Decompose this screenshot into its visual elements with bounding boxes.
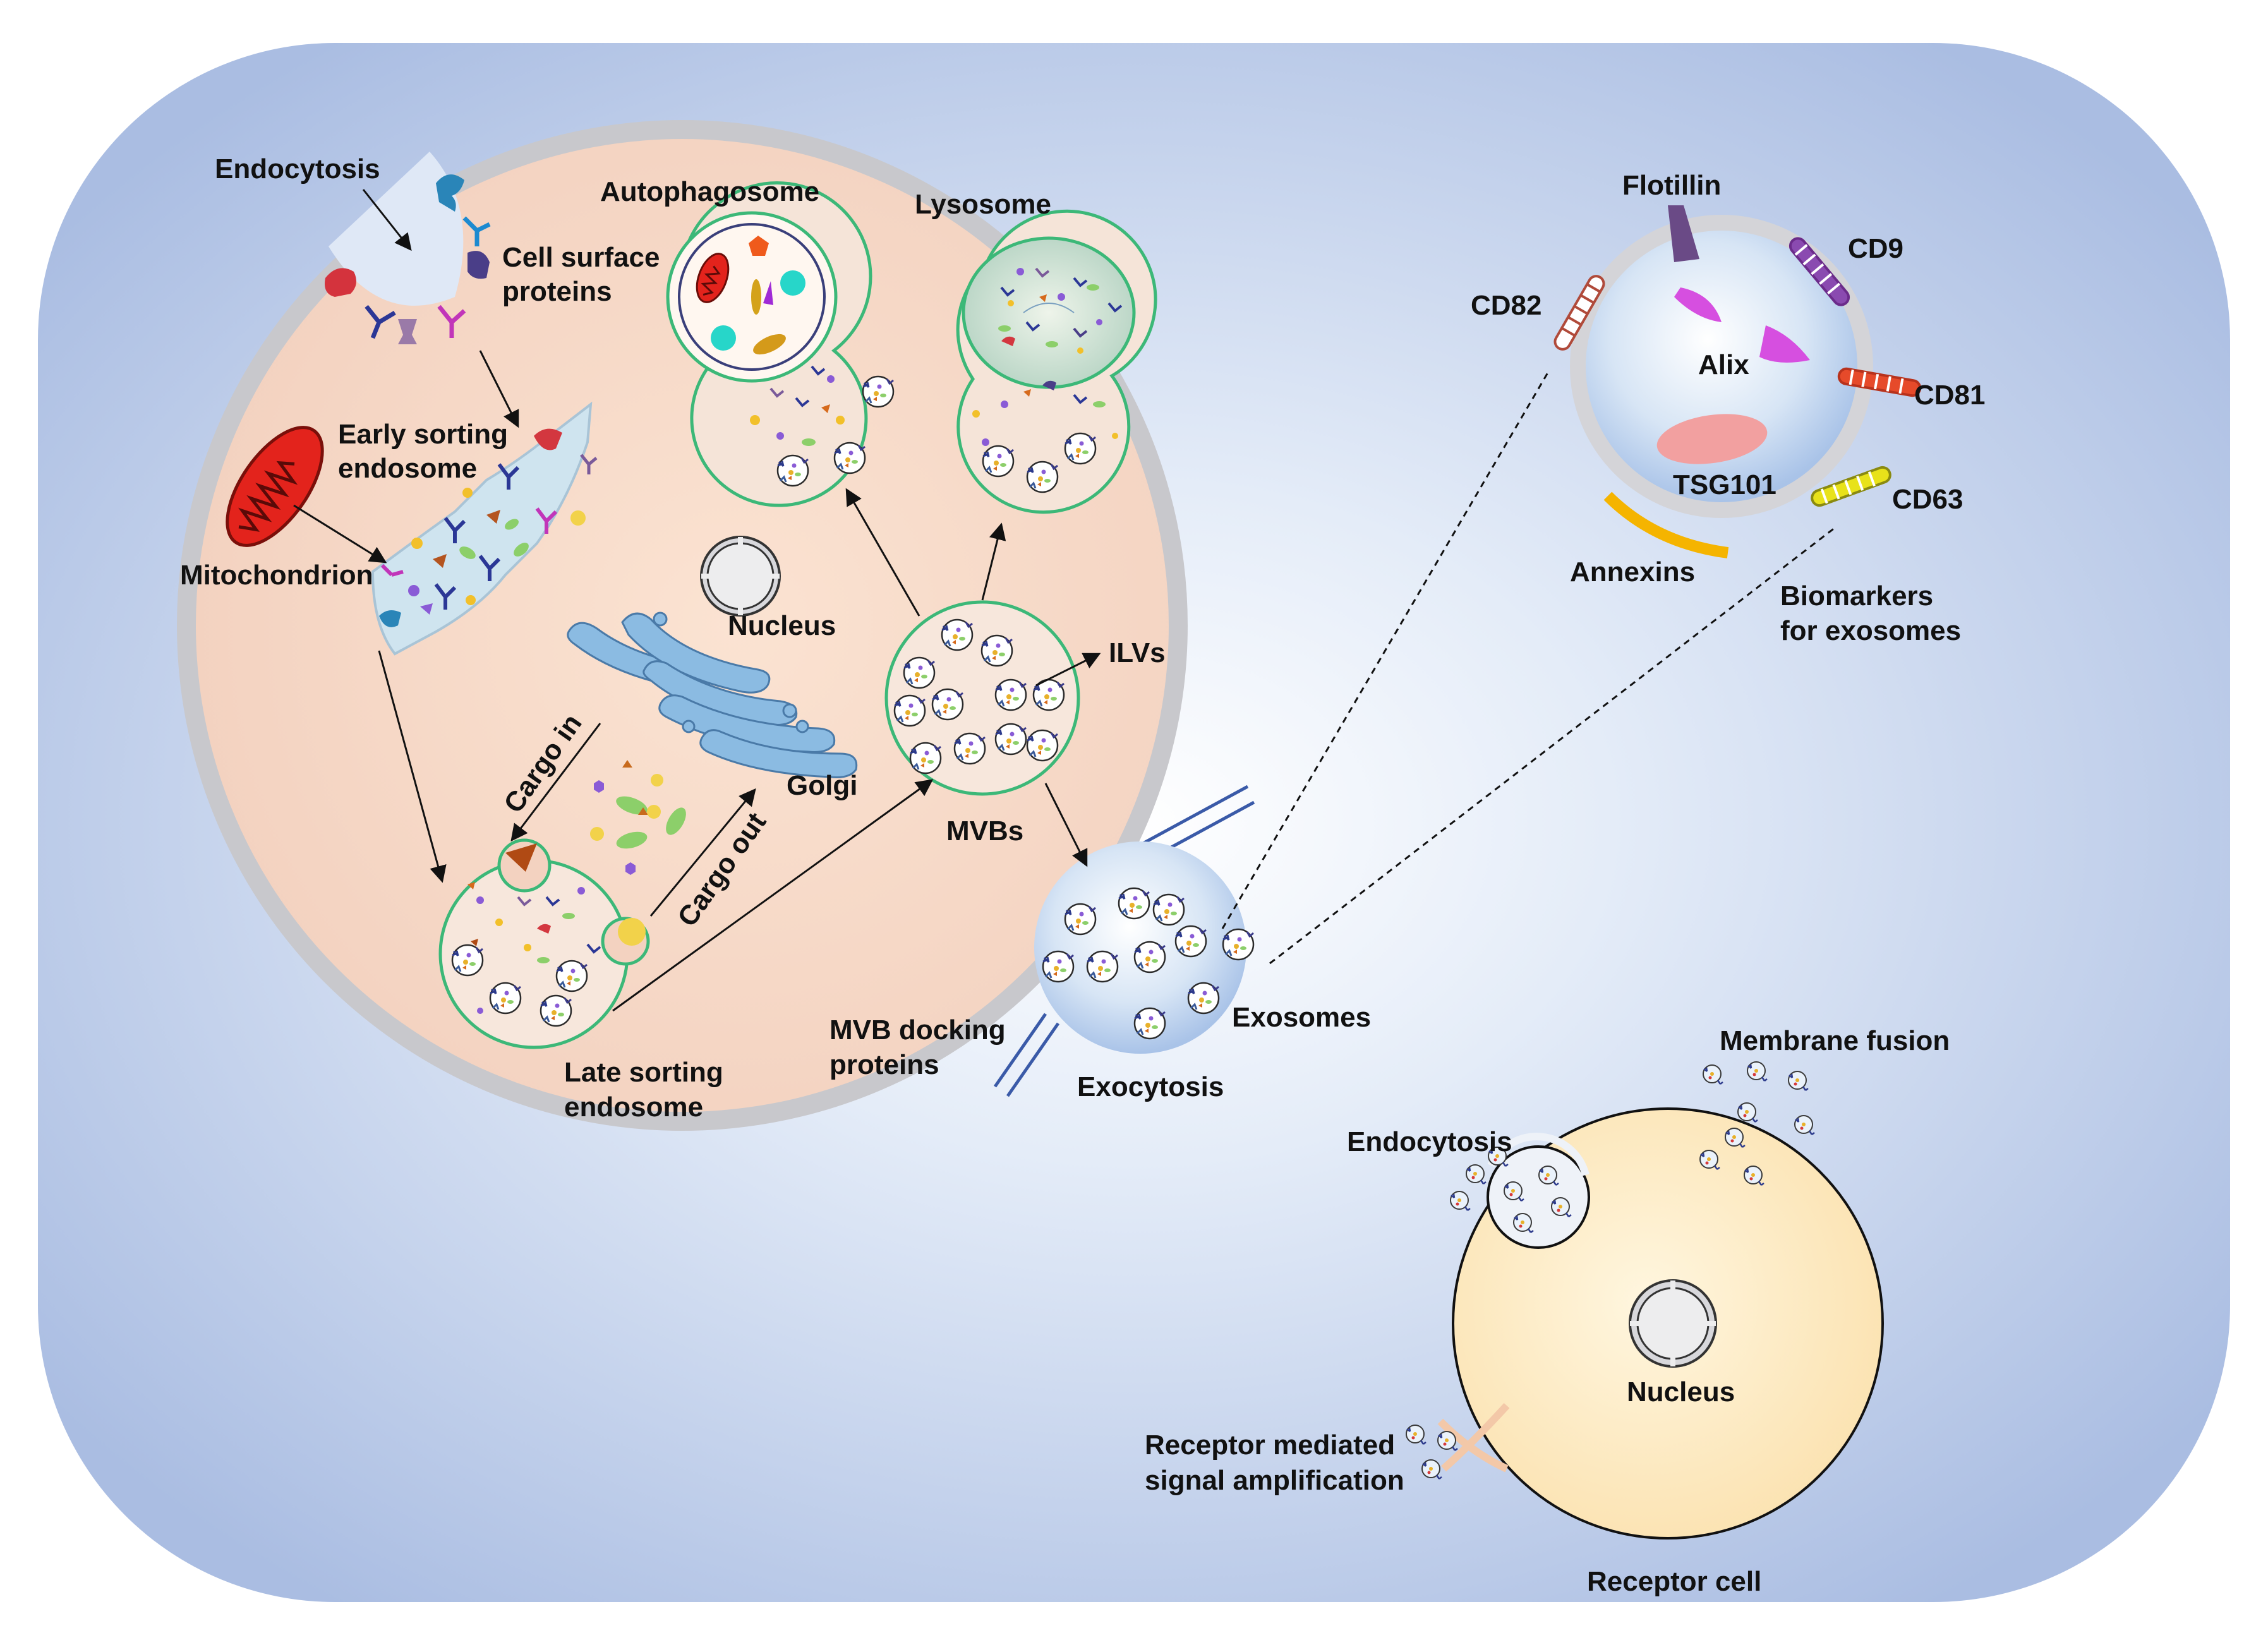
late-sorting-endosome (438, 838, 650, 1049)
label-receptor-mediated-1: Receptor mediated (1145, 1430, 1395, 1461)
receptor-cell (1405, 1061, 1884, 1540)
exocytosis-bulb (1034, 841, 1246, 1054)
label-ilvs: ILVs (1109, 637, 1166, 668)
label-mvbs: MVBs (946, 816, 1023, 847)
nucleus-icon (700, 536, 781, 617)
cd81-icon (1837, 367, 1922, 397)
label-endocytosis-receptor: Endocytosis (1347, 1126, 1512, 1157)
label-cd63: CD63 (1892, 484, 1963, 515)
label-mitochondrion: Mitochondrion (180, 560, 373, 591)
label-nucleus: Nucleus (728, 610, 836, 641)
label-cd82: CD82 (1471, 290, 1542, 321)
label-biomarkers-1: Biomarkers (1780, 581, 1933, 612)
label-membrane-fusion: Membrane fusion (1720, 1025, 1950, 1056)
label-biomarkers-2: for exosomes (1780, 615, 1961, 646)
label-endocytosis: Endocytosis (215, 154, 380, 184)
tsg101-icon (1656, 414, 1768, 464)
early-sorting-endosome (371, 401, 598, 656)
label-mvb-docking-2: proteins (829, 1049, 939, 1080)
exosome-detail (1553, 205, 1922, 558)
cell-surface-proteins (325, 174, 491, 344)
label-cell-surface-1: Cell surface (502, 242, 660, 273)
label-golgi: Golgi (787, 770, 857, 801)
label-early-sorting-2: endosome (338, 453, 477, 484)
zoom-lines (1221, 372, 1836, 965)
receptor-protein-icon (1437, 1402, 1510, 1473)
annexins-icon (1603, 491, 1729, 558)
mitochondrion-icon (226, 426, 324, 547)
endocytosis-pit (329, 152, 464, 306)
lysosome (956, 209, 1157, 514)
cd63-icon (1811, 466, 1891, 507)
cargo-particles (590, 760, 686, 875)
pathway-arrows (293, 189, 1101, 1012)
label-receptor-cell: Receptor cell (1587, 1566, 1761, 1597)
label-flotillin: Flotillin (1622, 170, 1721, 201)
label-exocytosis: Exocytosis (1077, 1071, 1224, 1102)
label-late-sorting-2: endosome (564, 1092, 703, 1123)
flotillin-icon (1668, 205, 1699, 262)
alix-icon (1674, 287, 1722, 322)
label-cd9: CD9 (1848, 233, 1903, 264)
label-mvb-docking-1: MVB docking (829, 1015, 1006, 1045)
label-early-sorting-1: Early sorting (338, 419, 508, 450)
cd82-icon (1553, 275, 1605, 351)
label-tsg101: TSG101 (1673, 469, 1776, 500)
golgi-icon (567, 612, 858, 778)
label-lysosome: Lysosome (915, 189, 1051, 220)
label-receptor-mediated-2: signal amplification (1145, 1465, 1404, 1496)
receptor-nucleus-icon (1629, 1279, 1717, 1368)
label-annexins: Annexins (1570, 557, 1695, 588)
label-cd81: CD81 (1914, 380, 1986, 411)
cd9-icon (1788, 237, 1850, 306)
label-late-sorting-1: Late sorting (564, 1057, 723, 1088)
label-autophagosome: Autophagosome (600, 176, 819, 207)
mvb (884, 600, 1080, 796)
label-cell-surface-2: proteins (502, 276, 612, 307)
label-alix: Alix (1698, 349, 1749, 380)
label-exosomes: Exosomes (1232, 1002, 1371, 1033)
autophagosome (666, 181, 895, 507)
label-receptor-nucleus: Nucleus (1627, 1377, 1735, 1407)
